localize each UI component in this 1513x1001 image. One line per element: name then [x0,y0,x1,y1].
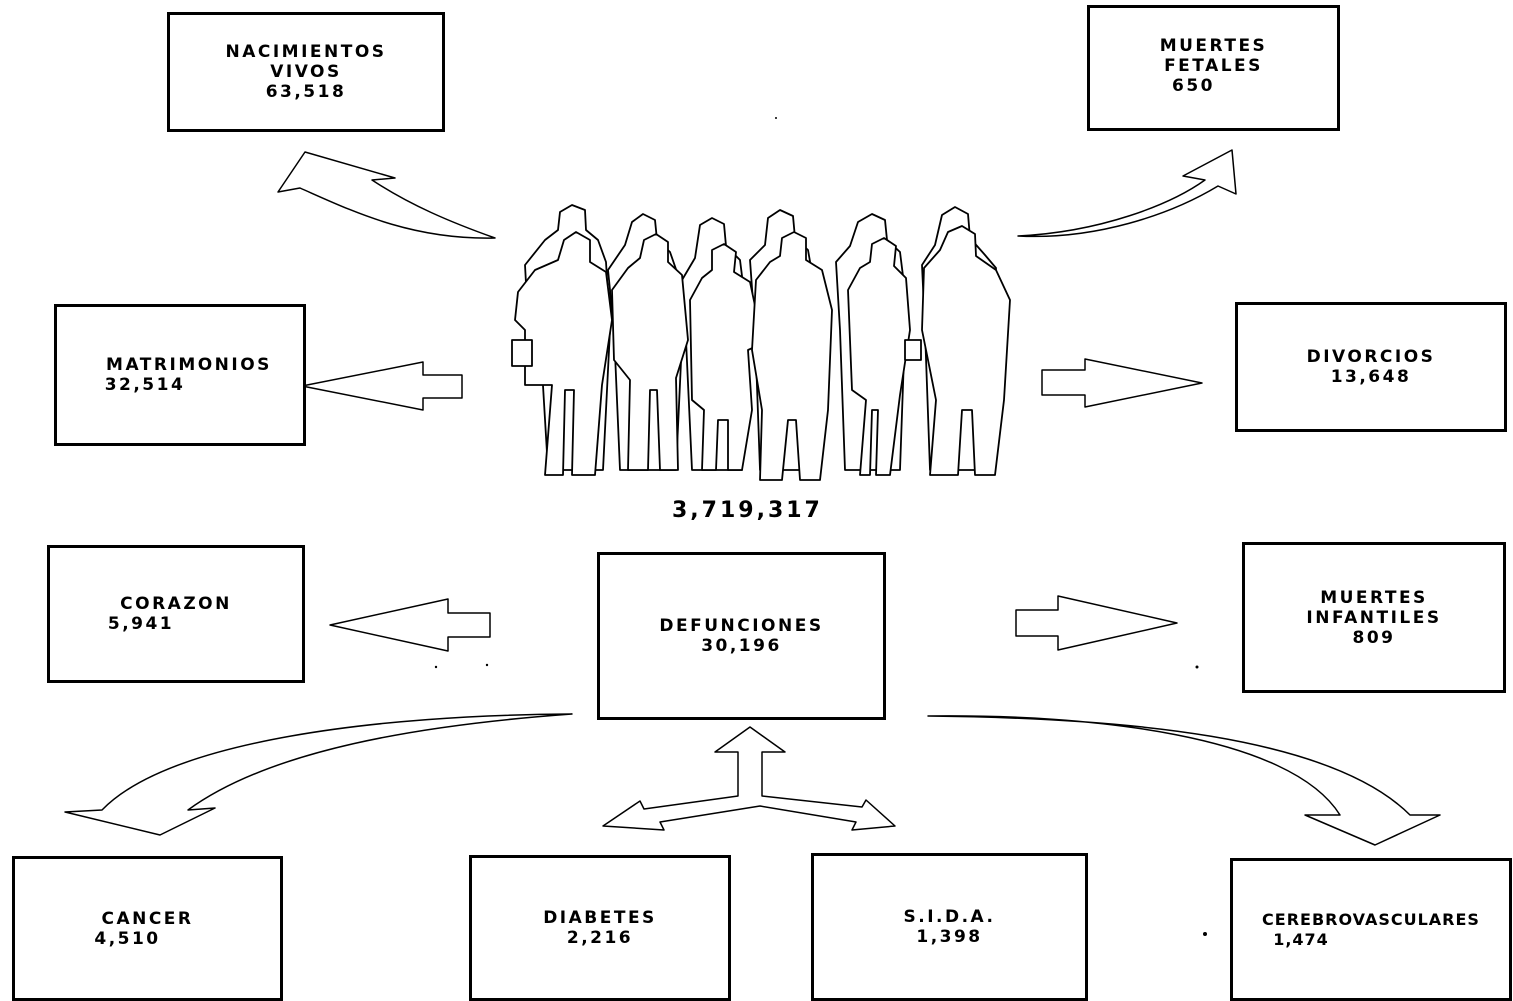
muertes-infantiles-label-2: INFANTILES [1306,607,1442,628]
box-sida: S.I.D.A. 1,398 [811,853,1088,1001]
muertes-fetales-label-2: FETALES [1164,56,1263,76]
person-front-6 [921,225,1011,476]
corazon-label: CORAZON [120,594,232,614]
box-cancer: CANCER 4,510 [12,856,283,1001]
nacimientos-label-1: NACIMIENTOS [225,42,387,62]
sida-value: 1,398 [916,927,983,947]
curved-arrow-cancer [64,713,573,836]
diabetes-label: DIABETES [543,908,657,928]
triple-arrow [602,726,896,831]
nacimientos-value: 63,518 [265,82,347,102]
person-front-3 [689,243,771,471]
box-corazon: CORAZON 5,941 [47,545,305,683]
divorcios-label: DIVORCIOS [1306,347,1436,367]
people-crowd-icon [511,204,1011,481]
matrimonios-value: 32,514 [104,375,186,395]
person-front-4 [751,231,833,481]
divorcios-value: 13,648 [1330,367,1412,387]
cerebrovasculares-label: CEREBROVASCULARES [1262,909,1480,929]
cerebrovasculares-value: 1,474 [1273,929,1329,949]
cancer-label: CANCER [101,908,194,929]
box-matrimonios: MATRIMONIOS 32,514 [54,304,306,446]
muertes-infantiles-value: 809 [1352,627,1396,648]
person-front-5 [847,237,911,476]
box-diabetes: DIABETES 2,216 [469,855,731,1001]
curved-arrow-muertes-fetales [1017,149,1237,238]
corazon-value: 5,941 [107,614,175,634]
muertes-infantiles-label-1: MUERTES [1320,587,1428,608]
box-muertes-fetales: MUERTES FETALES 650 [1087,5,1340,131]
sida-label: S.I.D.A. [903,907,996,927]
muertes-fetales-value: 650 [1172,76,1215,96]
box-muertes-infantiles: MUERTES INFANTILES 809 [1242,542,1506,693]
nacimientos-label-2: VIVOS [270,62,342,82]
defunciones-label: DEFUNCIONES [659,616,824,636]
box-divorcios: DIVORCIOS 13,648 [1235,302,1507,432]
diabetes-value: 2,216 [566,928,634,948]
defunciones-value: 30,196 [701,636,782,656]
arrow-corazon [329,598,491,652]
person-front-1 [514,231,613,476]
muertes-fetales-label-1: MUERTES [1159,36,1268,56]
box-cerebrovasculares: CEREBROVASCULARES 1,474 [1230,858,1512,1001]
curved-arrow-cerebrovasculares [927,715,1441,846]
population-total: 3,719,317 [672,498,823,523]
cancer-value: 4,510 [94,928,161,949]
matrimonios-label: MATRIMONIOS [106,355,272,375]
box-nacimientos-vivos: NACIMIENTOS VIVOS 63,518 [167,12,445,132]
arrow-matrimonios [301,361,463,411]
arrow-muertes-infantiles [1015,595,1178,651]
curved-arrow-nacimientos [277,151,496,239]
person-front-2 [611,233,689,471]
box-defunciones: DEFUNCIONES 30,196 [597,552,886,720]
arrow-divorcios [1041,358,1203,408]
